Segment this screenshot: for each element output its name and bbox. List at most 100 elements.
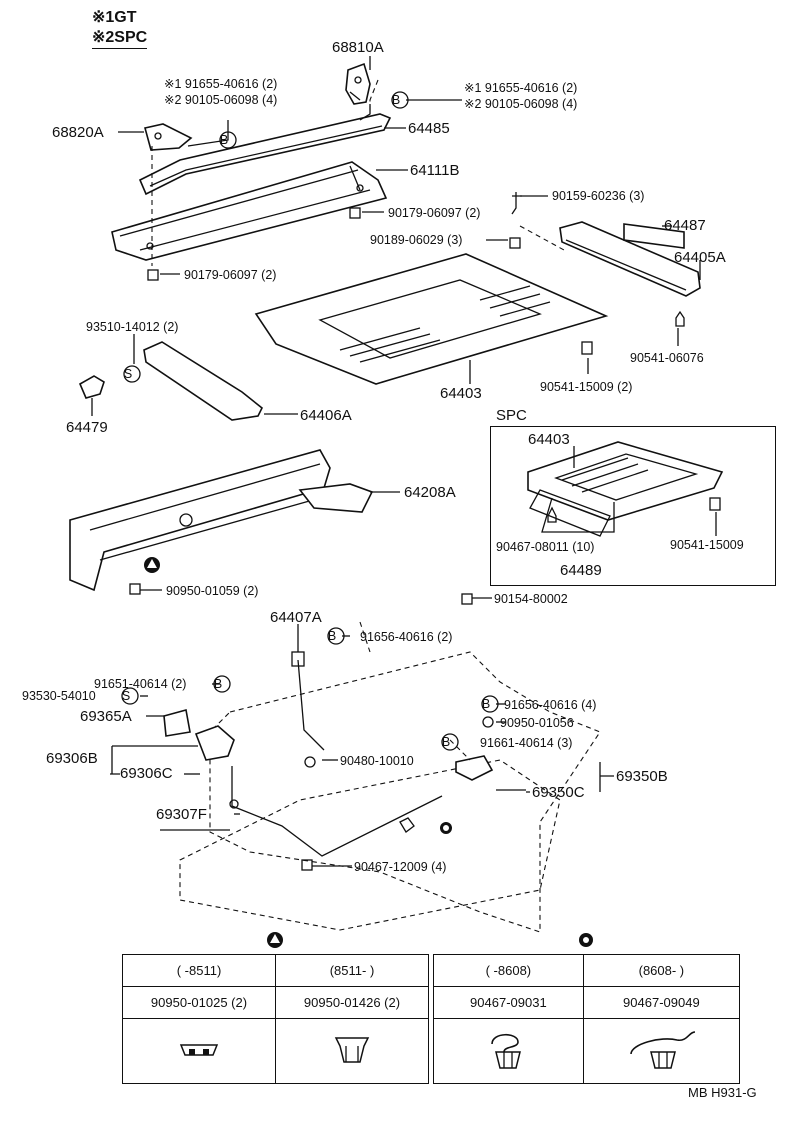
label-spc-64403: 64403 bbox=[528, 431, 570, 448]
figure-code: MB H931-G bbox=[688, 1085, 757, 1100]
label-c14: 93530-54010 bbox=[22, 689, 96, 703]
legend: ※1GT ※2SPC bbox=[92, 8, 148, 49]
cable-64407A bbox=[291, 651, 325, 751]
label-c17: 91661-40614 (3) bbox=[480, 736, 572, 750]
leader-lines bbox=[91, 56, 717, 867]
legend-gt: ※1GT bbox=[92, 9, 137, 26]
label-c7: 90541-15009 (2) bbox=[540, 380, 632, 394]
label-69306B: 69306B bbox=[46, 750, 98, 767]
label-b2: ※2 90105-06098 (4) bbox=[164, 93, 277, 107]
bolt-90950-01059 bbox=[129, 583, 141, 595]
board-64405A bbox=[559, 221, 701, 297]
label-64485: 64485 bbox=[408, 120, 450, 137]
label-c12: 91656-40616 (2) bbox=[360, 630, 452, 644]
sym-s-2: S bbox=[122, 689, 130, 703]
label-b4: ※2 90105-06098 (4) bbox=[464, 97, 577, 111]
sym-b-3: B bbox=[328, 629, 336, 643]
label-69350B: 69350B bbox=[616, 768, 668, 785]
tri-img1 bbox=[122, 1018, 276, 1084]
cir-img2 bbox=[582, 1018, 741, 1084]
table-circle: ( -8608) (8608- ) 90467-09031 90467-0904… bbox=[433, 954, 741, 1084]
label-64208A: 64208A bbox=[404, 484, 456, 501]
symbol-b bbox=[213, 91, 499, 751]
clip-wire-icon-2 bbox=[630, 1030, 696, 1069]
clip-90541-15009 bbox=[581, 341, 593, 355]
sym-b-5: B bbox=[482, 697, 490, 711]
tri-col1: ( -8511) bbox=[122, 954, 276, 987]
label-spc-64489: 64489 bbox=[560, 562, 602, 579]
sym-b-6: B bbox=[442, 735, 450, 749]
sym-b-1: B bbox=[220, 133, 228, 147]
clip-grommet bbox=[399, 817, 452, 834]
spc-inset-box bbox=[490, 426, 776, 586]
sym-b-2: B bbox=[392, 93, 400, 107]
cir-part2: 90467-09049 bbox=[582, 986, 741, 1019]
tri-col2: (8511- ) bbox=[275, 954, 429, 987]
door-outline bbox=[179, 651, 601, 933]
symbol-s bbox=[121, 365, 141, 705]
table-symbol-circle bbox=[579, 933, 593, 947]
label-c19: 90467-12009 (4) bbox=[354, 860, 446, 874]
label-c2: 90179-06097 (2) bbox=[388, 206, 480, 220]
label-c5: 93510-14012 (2) bbox=[86, 320, 178, 334]
tri-part2: 90950-01426 (2) bbox=[275, 986, 429, 1019]
label-64487: 64487 bbox=[664, 217, 706, 234]
cable-69307F bbox=[229, 766, 443, 857]
hinge-68810A bbox=[345, 62, 371, 105]
label-c4: 90179-06097 (2) bbox=[184, 268, 276, 282]
label-spc: SPC bbox=[496, 407, 527, 424]
label-69365A: 69365A bbox=[80, 708, 132, 725]
hinge-68820A bbox=[144, 123, 193, 151]
spc-panel bbox=[527, 441, 724, 537]
label-69307F: 69307F bbox=[156, 806, 207, 823]
tri-img2 bbox=[275, 1018, 429, 1084]
panel-64403 bbox=[254, 253, 609, 385]
label-64405A: 64405A bbox=[674, 249, 726, 266]
legend-spc: ※2SPC bbox=[92, 28, 148, 49]
cir-col2: (8608- ) bbox=[582, 954, 741, 987]
label-c1: 90159-60236 (3) bbox=[552, 189, 644, 203]
label-c11: 90154-80002 bbox=[494, 592, 568, 606]
label-68810A: 68810A bbox=[332, 39, 384, 56]
clip-90541-06076 bbox=[675, 310, 685, 327]
label-c13: 91651-40614 (2) bbox=[94, 677, 186, 691]
label-c6: 90541-06076 bbox=[630, 351, 704, 365]
clip-wire-icon-1 bbox=[491, 1033, 522, 1069]
dashed-guides bbox=[151, 79, 565, 761]
sym-s-1: S bbox=[124, 367, 132, 381]
rail-64485 bbox=[138, 113, 392, 196]
tri-part1: 90950-01025 (2) bbox=[122, 986, 276, 1019]
frame-64208A bbox=[69, 449, 374, 592]
small-fasteners-lower bbox=[301, 593, 494, 871]
label-69306C: 69306C bbox=[120, 765, 173, 782]
table-symbol-triangle bbox=[267, 932, 283, 948]
latch-69350B bbox=[455, 755, 526, 791]
cir-part1: 90467-09031 bbox=[433, 986, 584, 1019]
label-b1: ※1 91655-40616 (2) bbox=[164, 77, 277, 91]
label-64406A: 64406A bbox=[300, 407, 352, 424]
label-c10: 90950-01059 (2) bbox=[166, 584, 258, 598]
label-c9: 90541-15009 bbox=[670, 538, 744, 552]
clip-flat-icon bbox=[179, 1043, 219, 1056]
cir-img1 bbox=[433, 1018, 584, 1084]
strip-64487 bbox=[623, 223, 685, 249]
bracket-64479 bbox=[78, 375, 105, 399]
label-c16: 90950-01056 bbox=[500, 716, 574, 730]
label-64403: 64403 bbox=[440, 385, 482, 402]
label-b3: ※1 91655-40616 (2) bbox=[464, 81, 577, 95]
board-64406A bbox=[143, 341, 264, 421]
label-64407A: 64407A bbox=[270, 609, 322, 626]
label-64479: 64479 bbox=[66, 419, 108, 436]
lock-69306 bbox=[163, 708, 235, 761]
label-68820A: 68820A bbox=[52, 124, 104, 141]
table-triangle: ( -8511) (8511- ) 90950-01025 (2) 90950-… bbox=[122, 954, 429, 1084]
clip-push-icon bbox=[334, 1036, 370, 1063]
label-69350C: 69350C bbox=[532, 784, 585, 801]
label-c8: 90467-08011 (10) bbox=[496, 540, 594, 554]
label-c15: 91656-40616 (4) bbox=[504, 698, 596, 712]
label-c18: 90480-10010 bbox=[340, 754, 414, 768]
sym-b-4: B bbox=[214, 677, 222, 691]
label-c3: 90189-06029 (3) bbox=[370, 233, 462, 247]
rail-64111B bbox=[111, 161, 388, 261]
